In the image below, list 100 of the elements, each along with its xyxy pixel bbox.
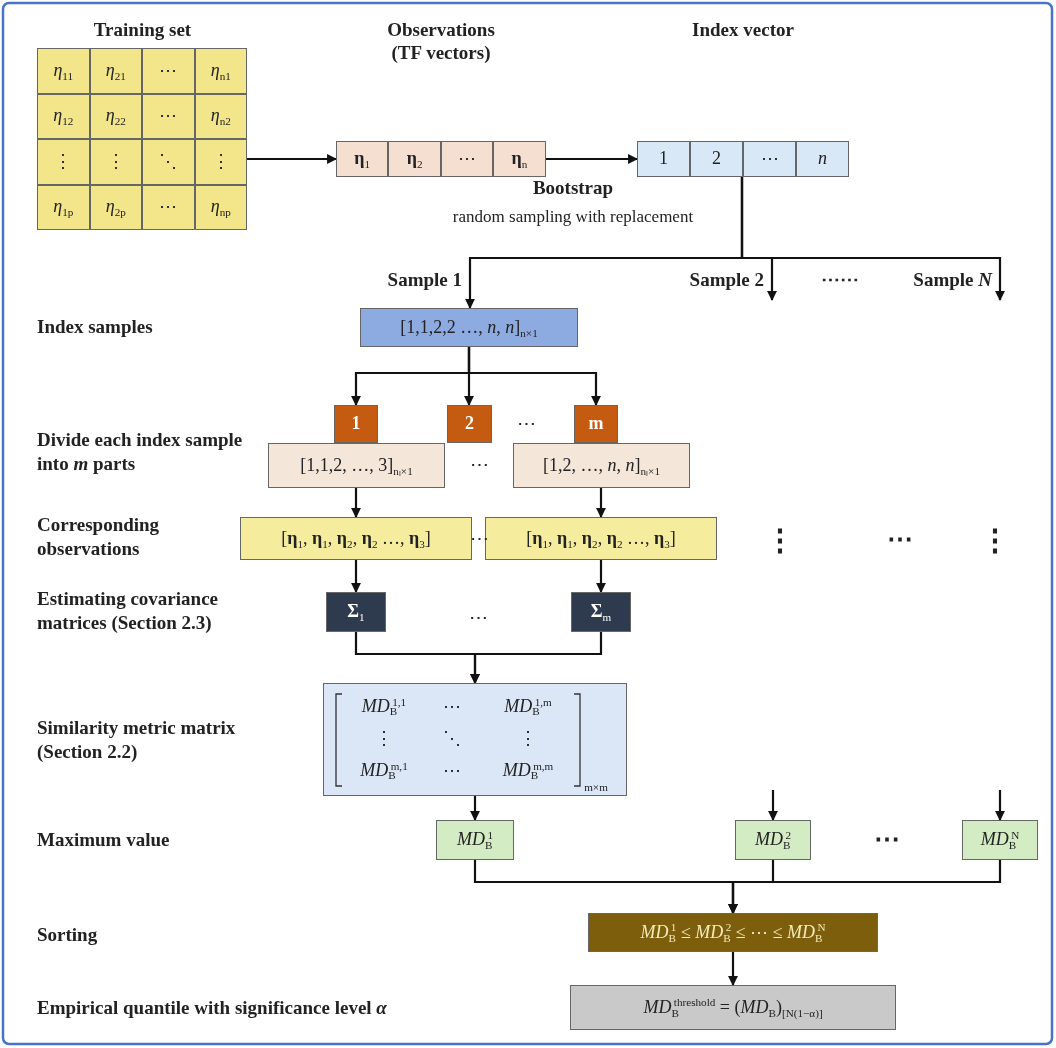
arrow [740,177,1005,301]
box-text: [η$_{1}$, η$_{1}$, η$_{2}$, η$_{2}$ …, η$_{3}$] [281,528,431,549]
box-text: MD$_{B}$$^{threshold}$ = (MD$_{B}$)$_{[N(1−α)]}$ [643,997,823,1018]
table-cell [37,93,90,139]
box-text: η$_{np}$ [210,197,231,218]
step-label: Estimating covariance matrices (Section 2.3) [37,587,219,635]
table-cell [89,48,142,94]
arrow [470,796,480,821]
table-cell [37,48,90,94]
box-text: 2 [712,149,721,169]
box-text: η$_{n1}$ [210,60,231,81]
box-text: [η$_{1}$, η$_{1}$, η$_{2}$, η$_{2}$ …, η$_{3}$] [526,528,676,549]
box-text: ⋯ [760,149,779,169]
threshold-box [570,985,896,1030]
box-text: n [818,149,827,169]
vector-cell [796,141,849,177]
table-heading: Index vector [691,18,795,41]
arrow [351,560,361,593]
table-cell [89,184,142,230]
ellipsis: ⋯⋯ [821,268,859,292]
ellipsis: ⋮ [765,528,795,552]
part-number-box [447,405,492,443]
max-value-box [436,820,514,860]
ellipsis: ⋯ [469,453,489,477]
max-value-box [962,820,1038,860]
index-part-box [268,443,445,488]
step-label: Corresponding observations [37,513,161,561]
box-text: η$_{11}$ [53,60,74,81]
table-cell [37,139,90,185]
arrow [351,488,361,518]
vector-cell [637,141,690,177]
ellipsis: ⋱ [443,727,461,749]
covariance-box [326,592,386,632]
box-text: η$_{1p}$ [53,197,74,218]
box-text: ⋯ [159,197,178,218]
observation-box [485,517,717,560]
arrow [467,347,601,406]
vector-cell [690,141,743,177]
box-text: ⋮ [106,151,125,172]
box-text: Σ$_{m}$ [590,602,612,622]
arrow [545,154,638,164]
step-label: Empirical quantile with significance level α [37,996,387,1020]
arrow [247,154,337,164]
arrow [596,560,606,593]
vector-cell [336,141,389,177]
ellipsis: ⋯ [516,412,536,436]
box-text: Σ$_{1}$ [347,602,365,622]
box-text: η$_{22}$ [105,106,126,127]
table-cell [194,184,247,230]
box-text: η$_{n2}$ [210,106,231,127]
observation-box [240,517,472,560]
sorted-values-box [588,913,878,952]
ellipsis: ⋮ [519,727,537,749]
edge-label: Sample N [913,268,992,292]
ellipsis: ⋯ [443,759,461,781]
box-text: ⋯ [458,149,476,169]
ellipsis: ⋯ [874,828,900,852]
table-cell [194,139,247,185]
box-text: [1,1,2,2 …, n, n]$_{n×1}$ [400,317,538,338]
table-cell [142,184,195,230]
box-text: 1 [351,414,361,434]
table-heading: Training set [92,18,193,41]
ellipsis: ⋯ [443,695,461,717]
ellipsis: ⋯ [469,527,489,551]
vector-cell [493,141,546,177]
box-text: ⋮ [211,151,230,172]
covariance-box [571,592,631,632]
arrow [995,790,1005,821]
part-number-box [334,405,378,443]
step-label: Divide each index sample into m parts [37,428,244,476]
box-text: η$_{n}$ [511,149,528,169]
index-sample-box [360,308,578,347]
box-text: η$_{2}$ [406,149,423,169]
table-cell [194,48,247,94]
box-text: 1 [659,149,668,169]
box-text: ⋱ [159,151,178,172]
arrow [728,952,738,986]
box-text: ⋮ [54,151,73,172]
box-text: ⋯ [159,60,178,81]
ellipsis: ⋮ [980,528,1010,552]
box-text: 2 [465,414,474,434]
arrow [596,488,606,518]
box-text: [1,2, …, n, n]$_{nₗ×1}$ [543,455,660,476]
table-cell [194,93,247,139]
vector-cell [388,141,441,177]
table-cell [142,139,195,185]
max-value-box [735,820,811,860]
box-text: ⋯ [159,106,178,127]
ellipsis: ⋯ [468,606,488,630]
step-label: Similarity metric matrix (Section 2.2) [37,716,237,764]
table-heading: Observations (TF vectors) [386,18,496,64]
table-cell [89,93,142,139]
table-cell [142,93,195,139]
ellipsis: ⋯ [887,528,913,552]
vector-cell [440,141,494,177]
table-cell [142,48,195,94]
matrix-size: m×m [584,780,608,793]
box-text: η$_{12}$ [53,106,74,127]
step-label: Sorting [37,923,98,947]
step-label: Index samples [37,315,153,339]
